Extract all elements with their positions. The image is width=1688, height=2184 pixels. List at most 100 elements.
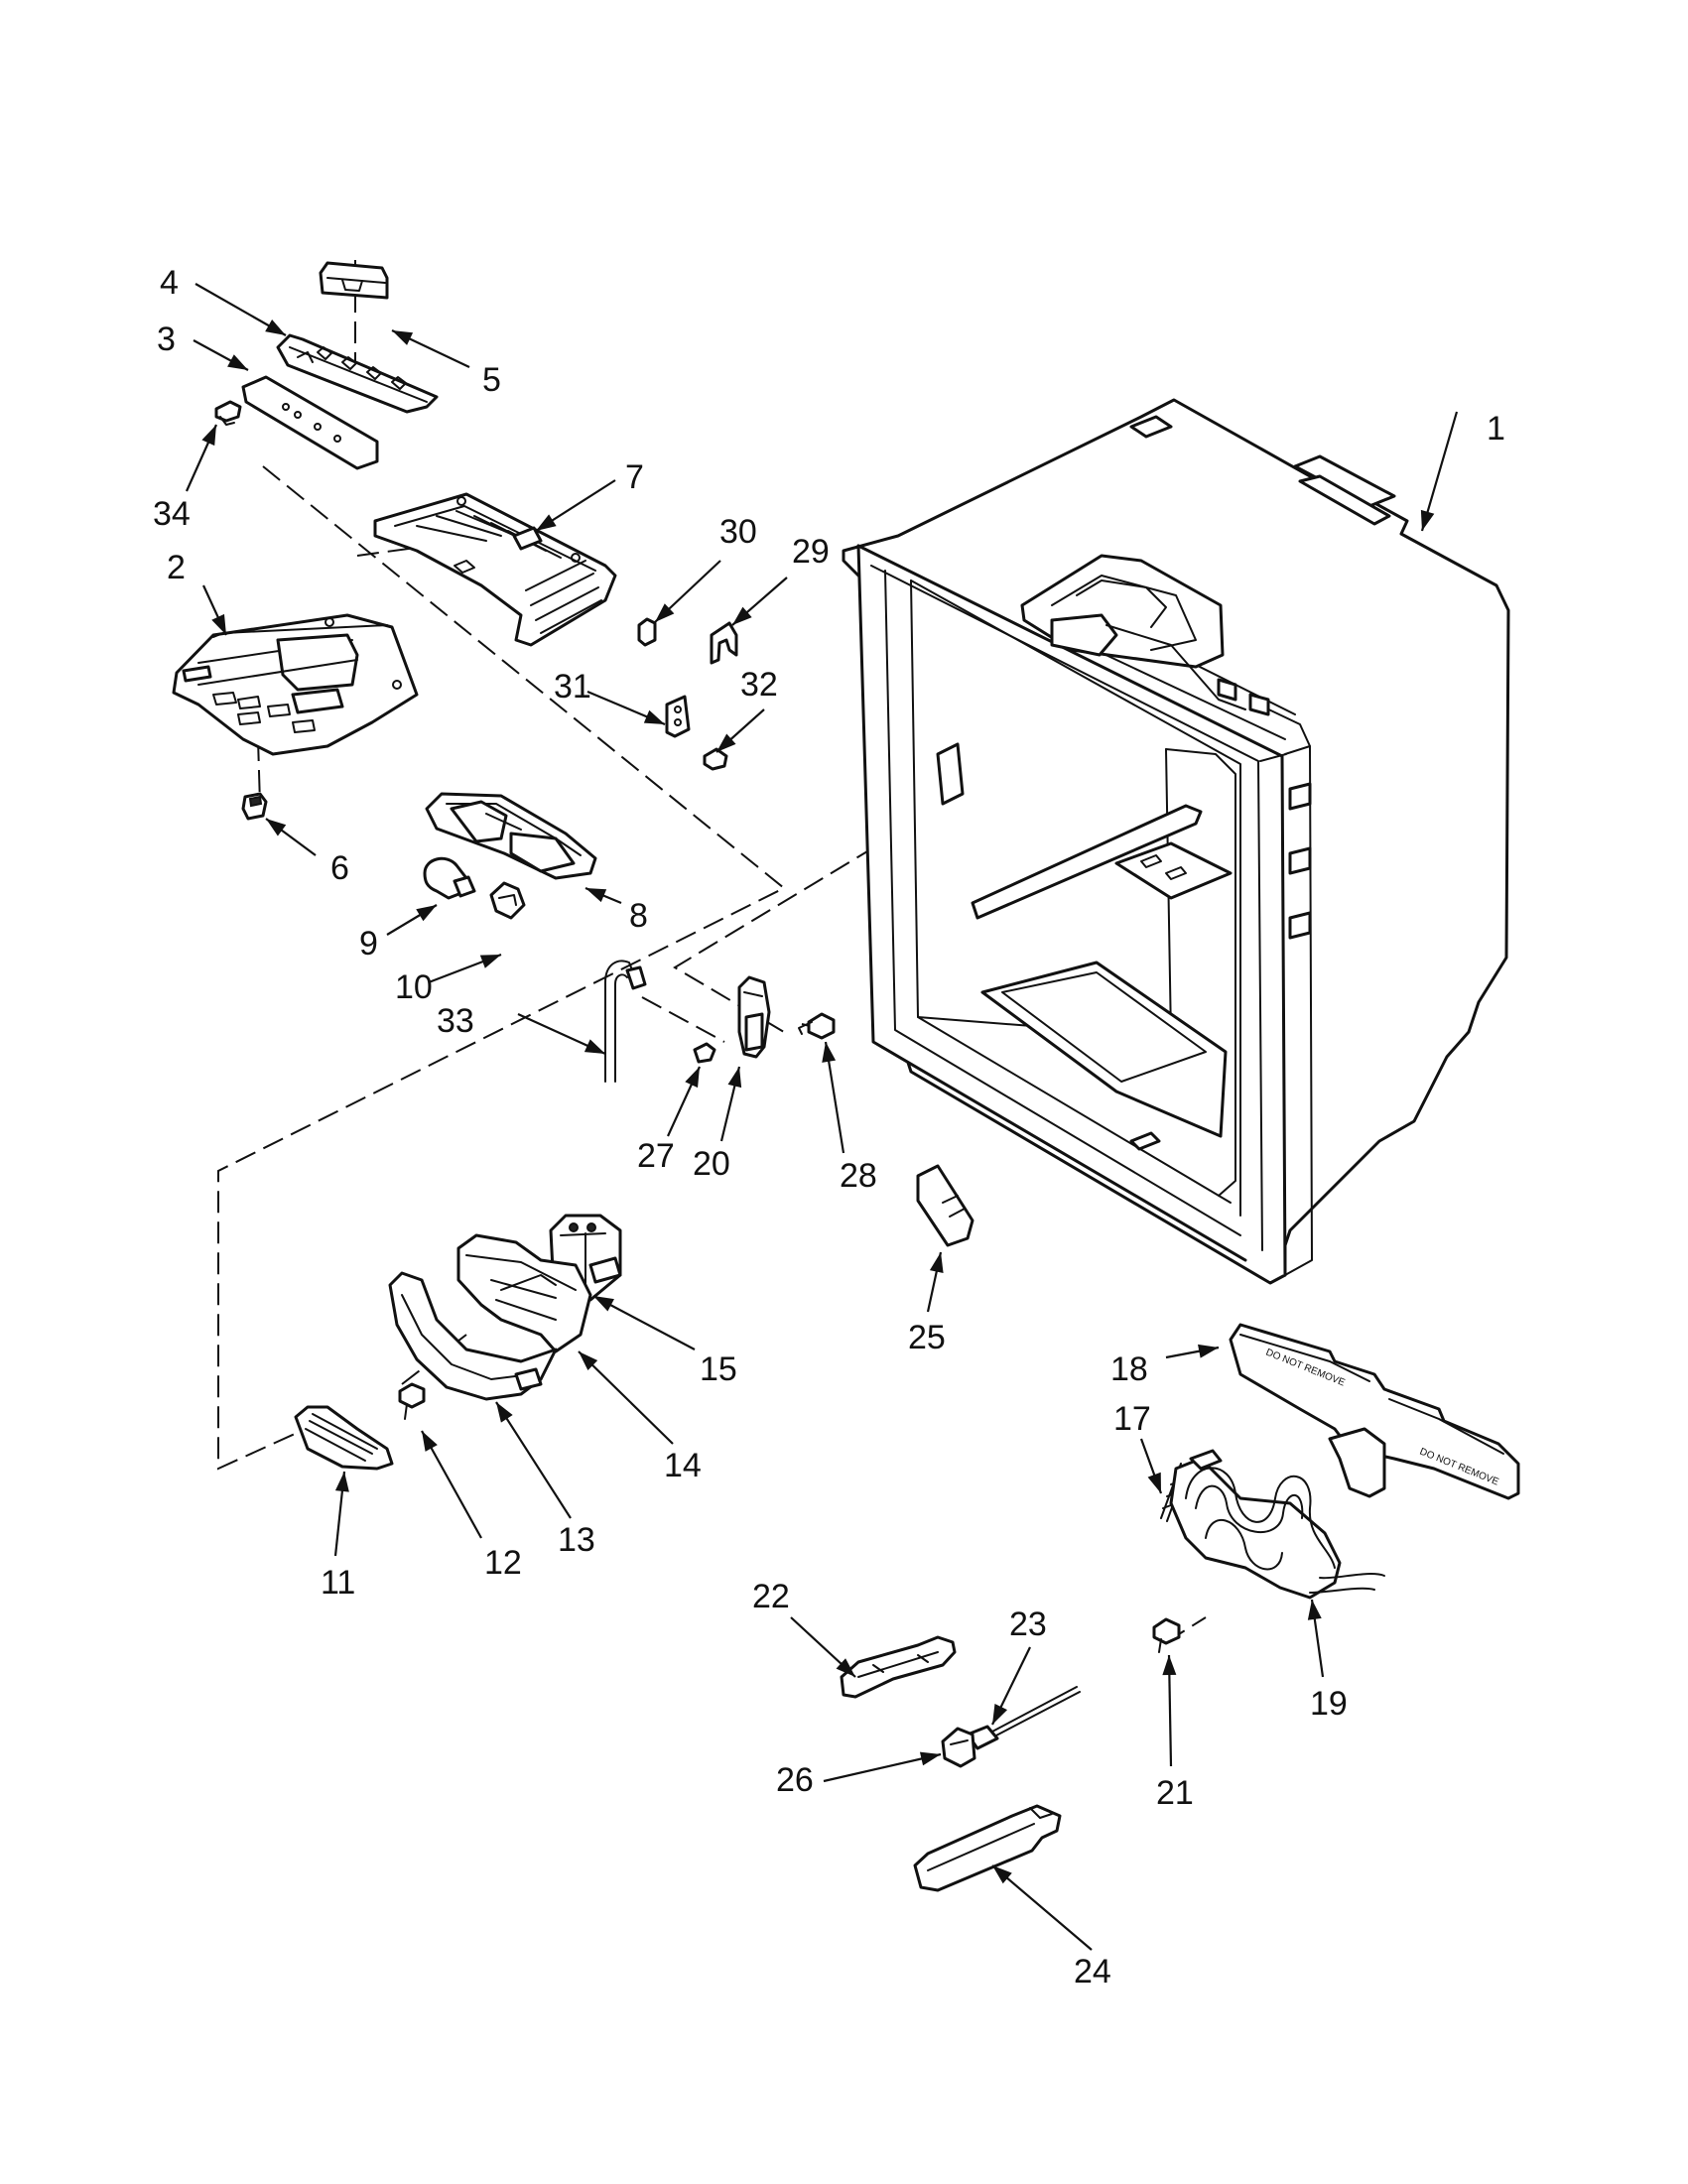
callout-33: 33 <box>437 1002 474 1040</box>
callout-32: 32 <box>740 666 778 704</box>
arrowhead-9 <box>416 905 437 922</box>
grommet-part <box>941 1727 976 1768</box>
arrowhead-33 <box>584 1039 605 1054</box>
arrowhead-21 <box>1162 1655 1177 1676</box>
callout-24: 24 <box>1074 1953 1111 1991</box>
channel-part <box>913 1804 1062 1892</box>
plug-part <box>916 1164 974 1247</box>
arrowhead-6 <box>266 819 287 836</box>
callout-8: 8 <box>629 897 648 935</box>
callout-17: 17 <box>1113 1400 1151 1438</box>
callout-29: 29 <box>792 533 830 571</box>
callout-14: 14 <box>664 1447 702 1484</box>
trim-part <box>294 1405 394 1471</box>
bracket-22-part <box>840 1635 957 1699</box>
leader-arrows <box>185 283 1459 1951</box>
air-diffuser-part <box>373 492 617 647</box>
arrowhead-13 <box>496 1402 513 1423</box>
switch-part <box>241 792 268 821</box>
arrowhead-26 <box>919 1751 941 1766</box>
callout-19: 19 <box>1310 1685 1348 1723</box>
arrowhead-8 <box>585 888 607 903</box>
tube-holder-part <box>737 975 771 1059</box>
arrowhead-5 <box>392 330 414 345</box>
heater-coil-part <box>1169 1449 1385 1600</box>
arrowhead-10 <box>479 955 501 968</box>
leader-line-24 <box>991 1864 1093 1951</box>
arrowhead-15 <box>593 1296 614 1312</box>
shield-part <box>710 621 738 665</box>
callout-10: 10 <box>395 968 433 1006</box>
socket-part <box>489 881 526 920</box>
arrowhead-11 <box>334 1472 349 1492</box>
fastener-part <box>214 400 242 426</box>
callout-21: 21 <box>1156 1774 1194 1812</box>
light-bulb-part <box>423 856 476 900</box>
callout-25: 25 <box>908 1319 946 1356</box>
callout-26: 26 <box>776 1761 814 1799</box>
callout-28: 28 <box>840 1157 877 1195</box>
arrowhead-22 <box>836 1658 855 1677</box>
screw-28-part <box>798 1012 836 1040</box>
arrowhead-4 <box>265 319 286 335</box>
callout-6: 6 <box>330 849 349 887</box>
leader-line-12 <box>421 1430 482 1539</box>
inner-housing-part <box>456 1233 592 1353</box>
screw-12-part <box>398 1382 426 1420</box>
arrowhead-24 <box>992 1865 1012 1884</box>
arrowhead-23 <box>992 1703 1008 1725</box>
arrowhead-28 <box>822 1042 837 1063</box>
callout-18: 18 <box>1110 1350 1148 1388</box>
bracket-31-part <box>665 695 691 738</box>
arrowhead-29 <box>732 606 752 625</box>
callout-31: 31 <box>554 668 591 706</box>
leader-line-13 <box>495 1401 572 1519</box>
overlay-part <box>241 375 379 470</box>
leader-line-26 <box>823 1752 942 1783</box>
cover-part <box>319 261 389 300</box>
callout-4: 4 <box>160 264 179 302</box>
arrowhead-14 <box>579 1351 598 1370</box>
arrowhead-18 <box>1198 1344 1219 1358</box>
callout-27: 27 <box>637 1137 675 1175</box>
arrowhead-27 <box>685 1067 700 1089</box>
arrowhead-31 <box>643 709 665 724</box>
arrowhead-19 <box>1307 1600 1322 1620</box>
callout-11: 11 <box>321 1564 355 1602</box>
control-board-part <box>276 333 439 414</box>
arrowhead-32 <box>716 733 736 752</box>
arrowhead-17 <box>1147 1472 1161 1493</box>
liner-part <box>842 398 1510 1285</box>
callout-15: 15 <box>700 1350 737 1388</box>
outer-cover-part <box>388 1271 558 1401</box>
control-housing-part <box>172 613 419 756</box>
arrowhead-1 <box>1420 509 1435 531</box>
callout-12: 12 <box>484 1544 522 1582</box>
harness-cover-part: DO NOT REMOVE DO NOT REMOVE <box>1229 1323 1520 1500</box>
callout-13: 13 <box>558 1521 595 1559</box>
callout-1: 1 <box>1487 410 1505 448</box>
arrowhead-34 <box>201 425 216 447</box>
light-housing-part <box>425 792 597 880</box>
callout-7: 7 <box>625 458 644 496</box>
callout-23: 23 <box>1009 1606 1047 1643</box>
arrowhead-25 <box>929 1252 944 1274</box>
arrowhead-2 <box>211 613 226 635</box>
arrowhead-20 <box>727 1067 742 1089</box>
arrowhead-7 <box>536 514 557 531</box>
callout-2: 2 <box>167 549 186 586</box>
callout-34: 34 <box>153 495 191 533</box>
water-tube-part <box>604 960 647 1083</box>
arrowhead-12 <box>422 1431 438 1452</box>
screw-21-part <box>1152 1617 1181 1653</box>
arrowhead-3 <box>227 354 248 370</box>
callout-5: 5 <box>482 361 501 399</box>
callout-labels: 1 2 3 4 5 6 7 8 9 10 11 12 13 14 15 17 1… <box>153 264 1505 1991</box>
thermistor-part <box>966 1686 1081 1750</box>
callout-22: 22 <box>752 1578 790 1615</box>
clip-32-part <box>703 747 728 771</box>
callout-20: 20 <box>693 1145 730 1183</box>
callout-9: 9 <box>359 925 378 963</box>
